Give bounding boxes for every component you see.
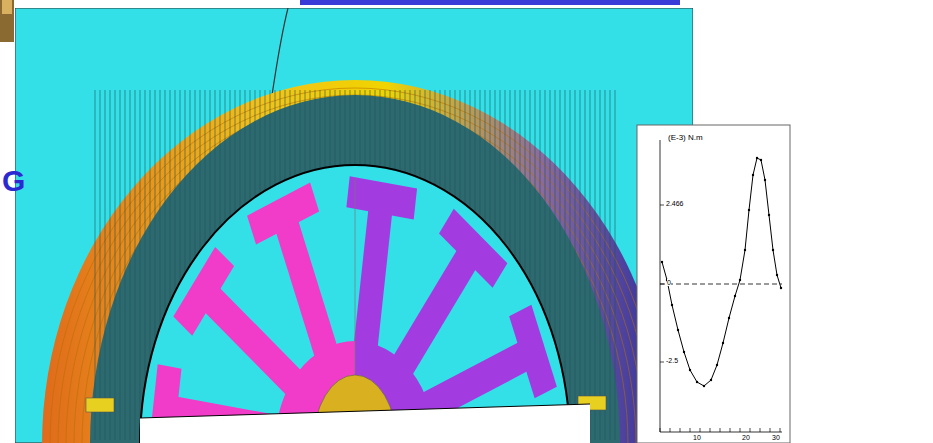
hatch-line — [580, 90, 581, 440]
hatch-line — [110, 90, 111, 440]
hatch-line — [105, 90, 106, 440]
title-fragment: G — [2, 166, 25, 196]
cut-edge — [140, 404, 590, 418]
hatch-line — [120, 90, 121, 440]
flux-line — [272, 8, 288, 95]
hatch-line — [615, 90, 616, 440]
curve-points — [661, 157, 782, 387]
axis-value: -2.5 — [666, 357, 678, 364]
axis-value: 30 — [772, 434, 780, 441]
hatch-line — [575, 90, 576, 440]
axis-unit: (E-3) N.m — [668, 134, 703, 142]
hatch-line — [125, 90, 126, 440]
axis-value: 20 — [742, 434, 750, 441]
torque-chart-frame — [637, 125, 790, 443]
air-gap — [140, 165, 570, 443]
axis-value: 10 — [693, 434, 701, 441]
x-axis — [660, 432, 782, 433]
stator-yoke — [42, 80, 668, 443]
hatch-line — [115, 90, 116, 440]
hatch-line — [585, 90, 586, 440]
zero-line — [660, 284, 782, 285]
photo-fragment — [0, 0, 14, 42]
hatch-line — [605, 90, 606, 440]
cut-band — [140, 404, 590, 443]
hatch-line — [610, 90, 611, 440]
flux-lines — [50, 88, 660, 443]
y-axis — [660, 140, 661, 432]
hatch-line — [600, 90, 601, 440]
hatch-line — [135, 90, 136, 440]
hatch-line — [140, 90, 141, 440]
photo-fragment — [2, 0, 12, 14]
torque-curve — [662, 158, 781, 386]
axis-ticks — [660, 205, 780, 432]
slot-piece — [86, 398, 114, 412]
axis-value: 0 — [667, 279, 671, 286]
hatch-line — [130, 90, 131, 440]
title-fragment — [300, 0, 680, 5]
hatch-line — [595, 90, 596, 440]
hatch-line — [590, 90, 591, 440]
hatch-line — [570, 90, 571, 440]
axis-value: 2.466 — [666, 200, 684, 207]
hatch-line — [95, 90, 96, 440]
rotor — [148, 176, 561, 443]
hatch-line — [100, 90, 101, 440]
